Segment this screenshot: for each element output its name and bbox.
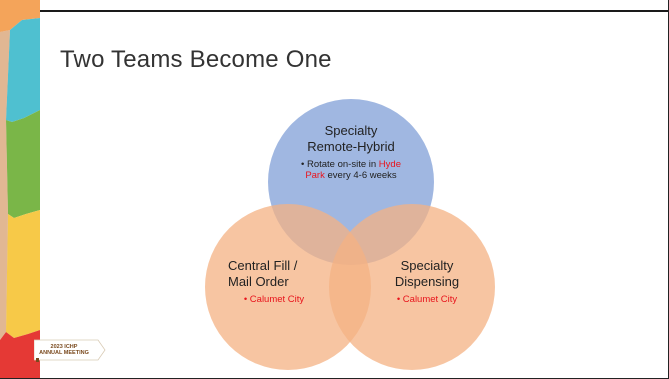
strip-shadow — [0, 30, 10, 340]
top-bullet-prefix: • Rotate on-site in — [301, 159, 379, 170]
top-bullet-highlight2: Park — [305, 170, 325, 181]
header-rule — [40, 10, 668, 12]
logo-post — [36, 358, 39, 362]
logo-arrow-shape — [34, 339, 106, 361]
ichp-logo-icon — [34, 339, 106, 362]
right-title-line1: Specialty — [400, 258, 454, 273]
strip-red — [0, 330, 40, 378]
strip-yellow — [6, 210, 40, 338]
left-circle-label: Central Fill / Mail Order • Calumet City — [228, 258, 320, 305]
logo-line1: 2023 ICHP — [50, 344, 78, 350]
left-title-line2: Mail Order — [228, 274, 289, 289]
logo-line2: ANNUAL MEETING — [39, 350, 89, 356]
left-title-line1: Central Fill / — [228, 258, 298, 273]
top-title-line1: Specialty — [324, 123, 378, 138]
slide-title: Two Teams Become One — [60, 46, 332, 73]
circle-specialty-dispensing — [329, 204, 495, 370]
left-decorative-strip — [0, 0, 40, 378]
strip-green — [6, 110, 40, 218]
right-title-line2: Dispensing — [394, 274, 460, 289]
logo-text: 2023 ICHP ANNUAL MEETING — [34, 344, 94, 356]
strip-teal — [6, 18, 40, 122]
strip-orange — [0, 0, 40, 32]
left-bullet: • Calumet City — [243, 294, 305, 305]
top-bullet-suffix: every 4-6 weeks — [324, 170, 397, 181]
top-circle-label: Specialty Remote-Hybrid • Rotate on-site… — [296, 123, 406, 181]
right-circle-label: Specialty Dispensing • Calumet City — [382, 258, 472, 305]
top-bullet-highlight1: Hyde — [378, 159, 401, 170]
top-title-line2: Remote-Hybrid — [307, 139, 395, 154]
top-bullet: • Rotate on-site in Hyde Park every 4-6 … — [296, 159, 406, 181]
circle-central-fill — [205, 204, 371, 370]
right-bullet: • Calumet City — [396, 294, 458, 305]
